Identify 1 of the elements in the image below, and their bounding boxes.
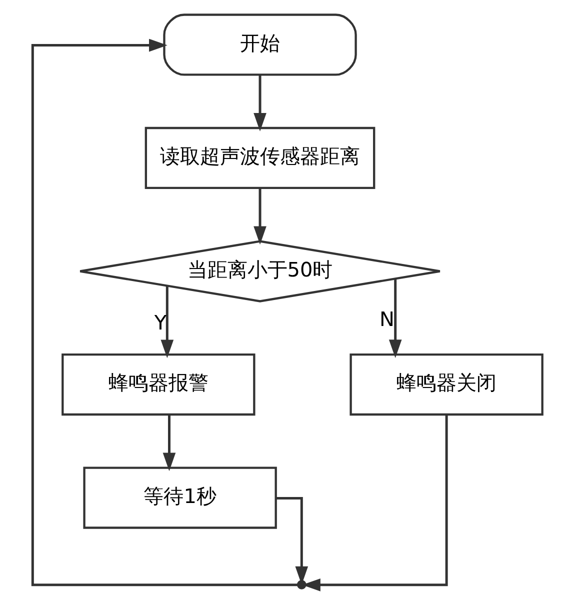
edge-label: N [379,306,394,331]
